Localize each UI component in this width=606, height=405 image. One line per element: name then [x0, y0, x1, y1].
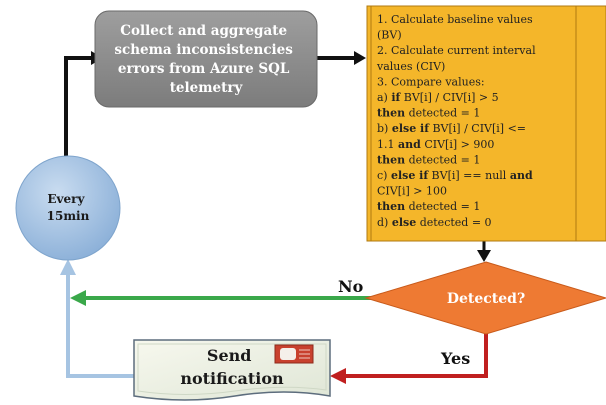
- edge-algorithm-to-decision-arrowhead: [477, 250, 491, 262]
- timer-label: Every 15min: [47, 192, 90, 223]
- decision-node-detected: [364, 261, 606, 335]
- edge-notify-to-timer: [66, 272, 134, 378]
- algorithm-line: d) else detected = 0: [377, 216, 492, 229]
- edge-process-to-algorithm-arrowhead: [354, 51, 366, 65]
- algorithm-line: c) else if BV[i] == null and: [377, 169, 533, 182]
- timer-node-circle: [15, 155, 121, 261]
- algorithm-line: b) else if BV[i] / CIV[i] <=: [377, 122, 526, 135]
- notification-paper-shade: [137, 343, 327, 395]
- algorithm-line: 2. Calculate current interval: [377, 44, 536, 57]
- process-node-collect: [94, 10, 318, 108]
- algorithm-node: [366, 5, 606, 242]
- algorithm-line: a) if BV[i] / CIV[i] > 5: [377, 91, 499, 104]
- edge-timer-to-process: [64, 56, 94, 160]
- notification-label: Send notification: [180, 346, 284, 388]
- algorithm-line: CIV[i] > 100: [377, 185, 447, 198]
- edge-yes-arrowhead: [330, 368, 346, 384]
- envelope-icon: [274, 344, 314, 364]
- edge-no-arrowhead: [70, 290, 86, 306]
- algorithm-line: then detected = 1: [377, 200, 480, 213]
- edge-label-no: No: [338, 277, 364, 296]
- algorithm-line: (BV): [377, 29, 402, 42]
- edge-notify-to-timer-arrowhead: [60, 259, 76, 275]
- algorithm-steps: 1. Calculate baseline values (BV) 2. Calcu…: [376, 13, 536, 229]
- algorithm-line: 3. Compare values:: [377, 75, 485, 88]
- algorithm-line: then detected = 1: [377, 153, 480, 166]
- edge-label-yes: Yes: [440, 349, 470, 368]
- edge-yes-arrow: [344, 334, 488, 378]
- algorithm-line: 1.1 and CIV[i] > 900: [377, 138, 494, 151]
- algorithm-line: values (CIV): [376, 60, 445, 73]
- algorithm-line: 1. Calculate baseline values: [377, 13, 533, 26]
- process-node-text: Collect and aggregate schema inconsisten…: [114, 23, 297, 96]
- algorithm-line: then detected = 1: [377, 107, 480, 120]
- decision-label: Detected?: [447, 291, 525, 307]
